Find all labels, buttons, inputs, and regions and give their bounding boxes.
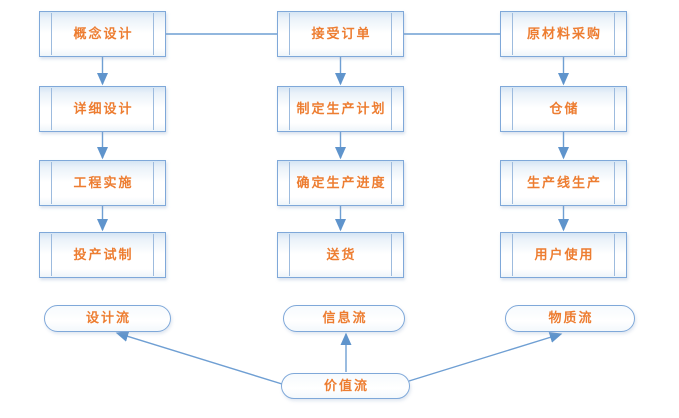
flow-box-label: 确定生产进度 bbox=[296, 175, 387, 191]
inner-line-left bbox=[51, 88, 52, 130]
flow-box-user-use[interactable]: 用户使用 bbox=[500, 232, 627, 278]
flow-box-production-schedule[interactable]: 确定生产进度 bbox=[277, 160, 404, 206]
arrow-value-to-design-flow bbox=[115, 330, 283, 385]
inner-line-left bbox=[512, 162, 513, 204]
inner-line-right bbox=[391, 234, 392, 276]
flow-box-detailed-design[interactable]: 详细设计 bbox=[39, 86, 166, 132]
flow-box-label: 工程实施 bbox=[73, 175, 134, 191]
flow-box-concept-design[interactable]: 概念设计 bbox=[39, 11, 166, 57]
flow-box-label: 制定生产计划 bbox=[296, 101, 387, 117]
inner-line-left bbox=[512, 13, 513, 55]
flow-oval-label: 物质流 bbox=[548, 311, 594, 326]
arrow-value-to-material-flow bbox=[408, 331, 563, 382]
inner-line-left bbox=[51, 13, 52, 55]
inner-line-right bbox=[153, 162, 154, 204]
inner-line-left bbox=[512, 88, 513, 130]
flow-box-label: 概念设计 bbox=[73, 26, 134, 42]
flow-box-engineering[interactable]: 工程实施 bbox=[39, 160, 166, 206]
flow-oval-material-flow[interactable]: 物质流 bbox=[505, 305, 635, 332]
inner-line-right bbox=[391, 88, 392, 130]
inner-line-left bbox=[289, 162, 290, 204]
inner-line-left bbox=[512, 234, 513, 276]
flow-box-label: 原材料采购 bbox=[526, 26, 602, 42]
inner-line-right bbox=[391, 162, 392, 204]
flow-box-raw-material[interactable]: 原材料采购 bbox=[500, 11, 627, 57]
flow-box-label: 接受订单 bbox=[311, 26, 372, 42]
flow-box-label: 送货 bbox=[326, 247, 357, 263]
flow-box-label: 详细设计 bbox=[73, 101, 134, 117]
inner-line-right bbox=[153, 13, 154, 55]
flow-box-trial-production[interactable]: 投产试制 bbox=[39, 232, 166, 278]
inner-line-left bbox=[289, 13, 290, 55]
flow-oval-label: 信息流 bbox=[322, 311, 368, 326]
flow-box-accept-order[interactable]: 接受订单 bbox=[277, 11, 404, 57]
inner-line-right bbox=[153, 88, 154, 130]
flow-box-production-line[interactable]: 生产线生产 bbox=[500, 160, 627, 206]
flow-oval-value-flow[interactable]: 价值流 bbox=[281, 373, 410, 399]
inner-line-right bbox=[391, 13, 392, 55]
inner-line-right bbox=[614, 162, 615, 204]
flow-box-delivery[interactable]: 送货 bbox=[277, 232, 404, 278]
inner-line-right bbox=[614, 88, 615, 130]
flow-box-label: 用户使用 bbox=[534, 247, 595, 263]
flow-box-label: 仓储 bbox=[549, 101, 580, 117]
flow-box-label: 生产线生产 bbox=[526, 175, 602, 191]
inner-line-right bbox=[153, 234, 154, 276]
flow-oval-label: 设计流 bbox=[85, 311, 131, 326]
flow-box-production-plan[interactable]: 制定生产计划 bbox=[277, 86, 404, 132]
flow-oval-design-flow[interactable]: 设计流 bbox=[44, 305, 171, 332]
inner-line-left bbox=[289, 234, 290, 276]
flow-box-warehousing[interactable]: 仓储 bbox=[500, 86, 627, 132]
inner-line-right bbox=[614, 13, 615, 55]
inner-line-left bbox=[289, 88, 290, 130]
flow-oval-label: 价值流 bbox=[323, 378, 369, 394]
inner-line-right bbox=[614, 234, 615, 276]
flow-box-label: 投产试制 bbox=[73, 247, 134, 263]
inner-line-left bbox=[51, 234, 52, 276]
inner-line-left bbox=[51, 162, 52, 204]
flow-oval-information-flow[interactable]: 信息流 bbox=[283, 305, 405, 332]
